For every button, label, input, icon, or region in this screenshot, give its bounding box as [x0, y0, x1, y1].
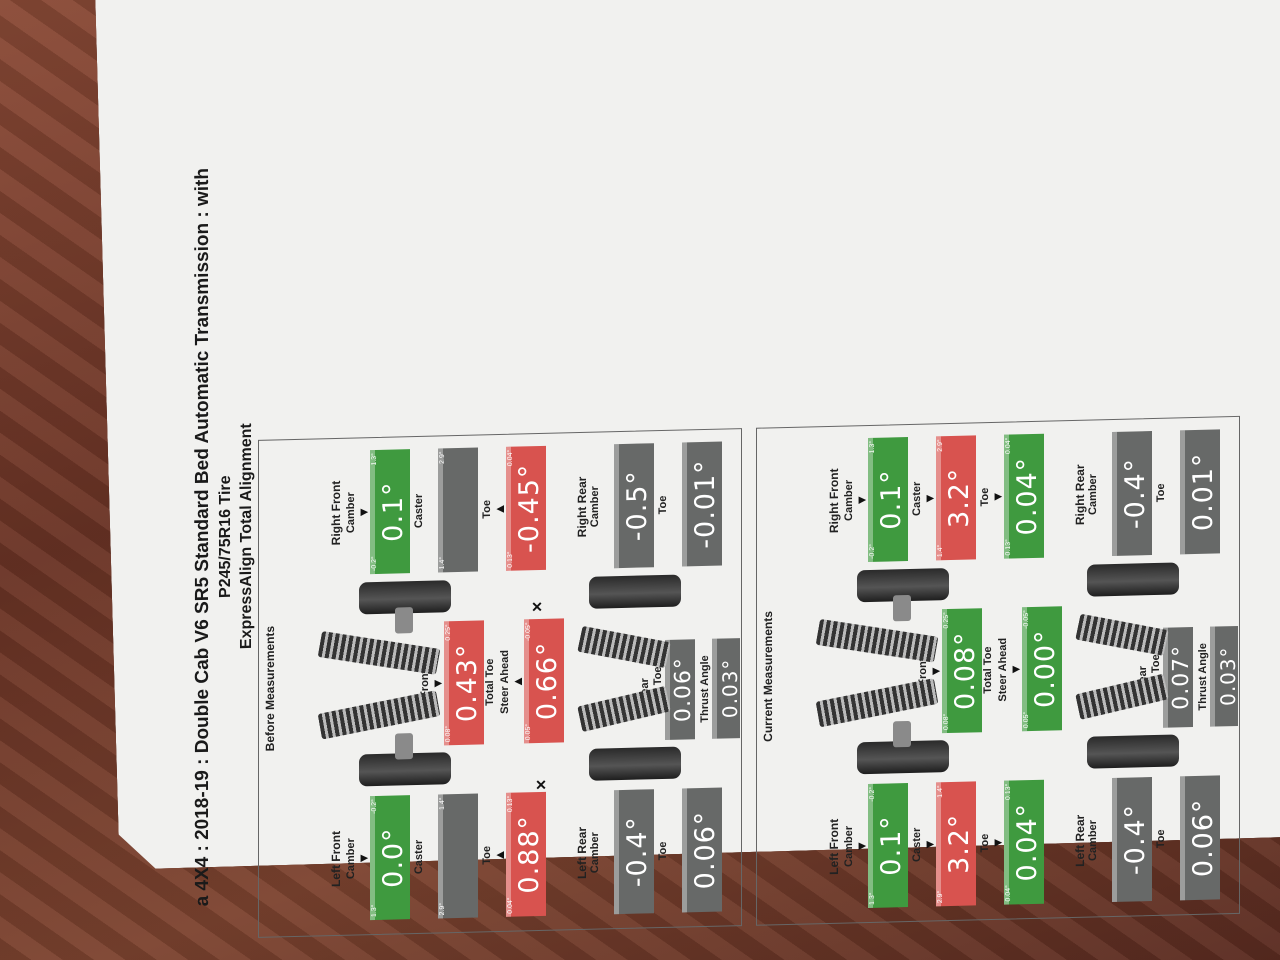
right-rear-shock — [577, 625, 671, 669]
before-rf-caster-gauge: Caster 1.4°2.9° — [413, 447, 478, 574]
service-title: ExpressAlign Total Alignment — [238, 423, 255, 650]
current-rr-camber-gauge: Camber -0.4° — [1087, 431, 1152, 557]
left-rear-tire — [1087, 734, 1179, 769]
arrow-down-icon: ▼ — [356, 505, 371, 519]
before-section-title: Before Measurements — [263, 625, 277, 752]
arrow-down-icon: ▼ — [356, 851, 371, 865]
arrow-down-icon: ▼ — [922, 491, 937, 506]
gauge-bar: 0.06° — [1180, 775, 1220, 901]
tire-size: P245/75R16 Tire — [217, 475, 234, 599]
vehicle-title: a 4X4 : 2018-19 : Double Cab V6 SR5 Stan… — [192, 167, 213, 907]
gauge-bar: 0.05°0.66°-0.05° — [524, 618, 564, 744]
current-lr-toe-gauge: Toe 0.06° — [1155, 775, 1220, 901]
out-of-spec-x-icon: × — [527, 601, 547, 613]
gauge-bar: 0.03° — [1210, 625, 1240, 727]
current-lf-camber-gauge: Camber ▼ 1.3°0.1°-0.2° — [843, 783, 908, 909]
arrow-down-icon: ▼ — [1008, 662, 1023, 677]
before-right-front-title: Right Front — [329, 480, 343, 546]
left-rear-tire — [589, 746, 681, 781]
gauge-bar: 1.3°0.1°-0.2° — [868, 783, 908, 908]
gauge-bar: 0.06° — [665, 639, 696, 740]
current-front-total-toe-gauge: Front ▼ 0.08°0.08°0.25° Total Toe — [917, 608, 995, 734]
arrow-down-icon: ▼ — [990, 490, 1005, 504]
alignment-report: a 4X4 : 2018-19 : Double Cab V6 SR5 Stan… — [172, 102, 1252, 948]
gauge-bar: -0.2°0.1°1.3° — [868, 437, 908, 562]
gauge-bar: 0.04°0.04°0.13° — [1004, 779, 1044, 905]
gauge-bar: 0.08°0.08°0.25° — [942, 608, 982, 734]
gauge-bar: -0.4° — [1112, 431, 1152, 557]
gauge-bar: 0.04°0.88°0.13° — [506, 791, 546, 917]
before-rr-camber-gauge: Camber -0.5° — [589, 443, 654, 569]
before-steer-ahead-gauge: Steer Ahead ▲ 0.05°0.66°-0.05° — [499, 618, 564, 744]
left-front-hub — [395, 733, 413, 760]
left-front-hub — [893, 720, 911, 748]
current-rf-caster-gauge: Caster ▼ 1.4°3.2°2.9° — [911, 435, 976, 561]
current-rr-toe-gauge: Toe 0.01° — [1155, 429, 1220, 555]
before-rf-toe-gauge: Toe ▲ 0.13°-0.45°0.04° — [481, 445, 546, 572]
right-rear-tire — [589, 574, 681, 609]
gauge-bar: 0.13°0.04°0.04° — [1004, 433, 1044, 559]
right-front-hub — [395, 607, 413, 634]
current-section-title: Current Measurements — [761, 610, 775, 742]
gauge-bar: 2.9°1.4° — [438, 793, 478, 919]
before-measurements-panel: Before Measurements Left Front Camber ▼ … — [258, 428, 742, 938]
current-lf-toe-gauge: Toe ▼ 0.04°0.04°0.13° — [979, 779, 1044, 906]
arrow-up-icon: ▲ — [492, 848, 507, 862]
arrow-down-icon: ▼ — [854, 839, 869, 853]
current-measurements-panel: Current Measurements Left Front Camber ▼… — [756, 415, 1240, 926]
arrow-down-icon: ▼ — [854, 493, 869, 507]
gauge-bar: -0.2°0.1°1.3° — [370, 449, 410, 575]
current-rf-toe-gauge: Toe ▼ 0.13°0.04°0.04° — [979, 433, 1044, 560]
before-rf-camber-gauge: Camber ▼ -0.2°0.1°1.3° — [345, 449, 410, 575]
gauge-bar: -0.01° — [682, 441, 722, 567]
gauge-bar: -0.4° — [1112, 777, 1152, 903]
current-left-rear-title: Left Rear — [1073, 814, 1087, 867]
current-right-front-title: Right Front — [827, 468, 841, 534]
gauge-bar: 0.13°-0.45°0.04° — [506, 445, 546, 571]
current-steer-ahead-gauge: Steer Ahead ▼ 0.05°0.00°-0.05° — [997, 606, 1062, 732]
arrow-up-icon: ▲ — [510, 674, 525, 689]
current-thrust-angle-gauge: Thrust Angle 0.03° — [1197, 625, 1240, 727]
before-lr-toe-gauge: Toe 0.06° — [657, 787, 722, 914]
arrow-up-icon: ▲ — [492, 502, 507, 516]
right-rear-shock — [1075, 613, 1169, 656]
gauge-bar: 0.06° — [682, 787, 722, 913]
gauge-bar: 0.03° — [712, 638, 742, 739]
arrow-down-icon: ▼ — [922, 837, 937, 852]
gauge-bar: 1.3°0.0°-0.2° — [370, 795, 410, 921]
gauge-bar: -0.4° — [614, 789, 654, 915]
gauge-bar: 2.9°3.2°1.4° — [936, 781, 976, 907]
before-thrust-angle-gauge: Thrust Angle 0.03° — [699, 638, 742, 739]
before-front-total-toe-gauge: Front ▼ 0.08°0.43°0.25° Total Toe — [419, 620, 497, 746]
before-rr-toe-gauge: Toe -0.01° — [657, 441, 722, 568]
current-left-front-title: Left Front — [827, 818, 841, 875]
gauge-bar: 0.05°0.00°-0.05° — [1022, 606, 1062, 732]
before-right-rear-title: Right Rear — [575, 476, 589, 538]
before-lf-toe-gauge: Toe ▲ 0.04°0.88°0.13° — [481, 791, 546, 918]
before-left-front-title: Left Front — [329, 830, 343, 888]
current-lf-caster-gauge: Caster ▼ 2.9°3.2°1.4° — [911, 781, 976, 907]
report-header: a 4X4 : 2018-19 : Double Cab V6 SR5 Stan… — [192, 126, 256, 948]
right-rear-tire — [1087, 562, 1179, 597]
arrow-down-icon: ▼ — [430, 676, 445, 691]
before-lr-camber-gauge: Camber -0.4° — [589, 789, 654, 915]
before-lf-camber-gauge: Camber ▼ 1.3°0.0°-0.2° — [345, 795, 410, 921]
current-rf-camber-gauge: Camber ▼ -0.2°0.1°1.3° — [843, 437, 908, 563]
before-lf-caster-gauge: Caster 2.9°1.4° — [413, 793, 478, 920]
gauge-bar: -0.5° — [614, 443, 654, 569]
gauge-bar: 1.4°2.9° — [438, 447, 478, 573]
out-of-spec-x-icon: × — [531, 779, 551, 791]
arrow-down-icon: ▼ — [928, 664, 943, 678]
gauge-bar: 0.07° — [1163, 627, 1194, 728]
right-front-hub — [893, 594, 911, 622]
current-lr-camber-gauge: Camber -0.4° — [1087, 777, 1152, 903]
before-left-rear-title: Left Rear — [575, 826, 589, 880]
arrow-down-icon: ▼ — [990, 836, 1005, 850]
current-right-rear-title: Right Rear — [1073, 464, 1087, 526]
gauge-bar: 0.01° — [1180, 429, 1220, 555]
gauge-bar: 1.4°3.2°2.9° — [936, 435, 976, 561]
gauge-bar: 0.08°0.43°0.25° — [444, 620, 484, 746]
